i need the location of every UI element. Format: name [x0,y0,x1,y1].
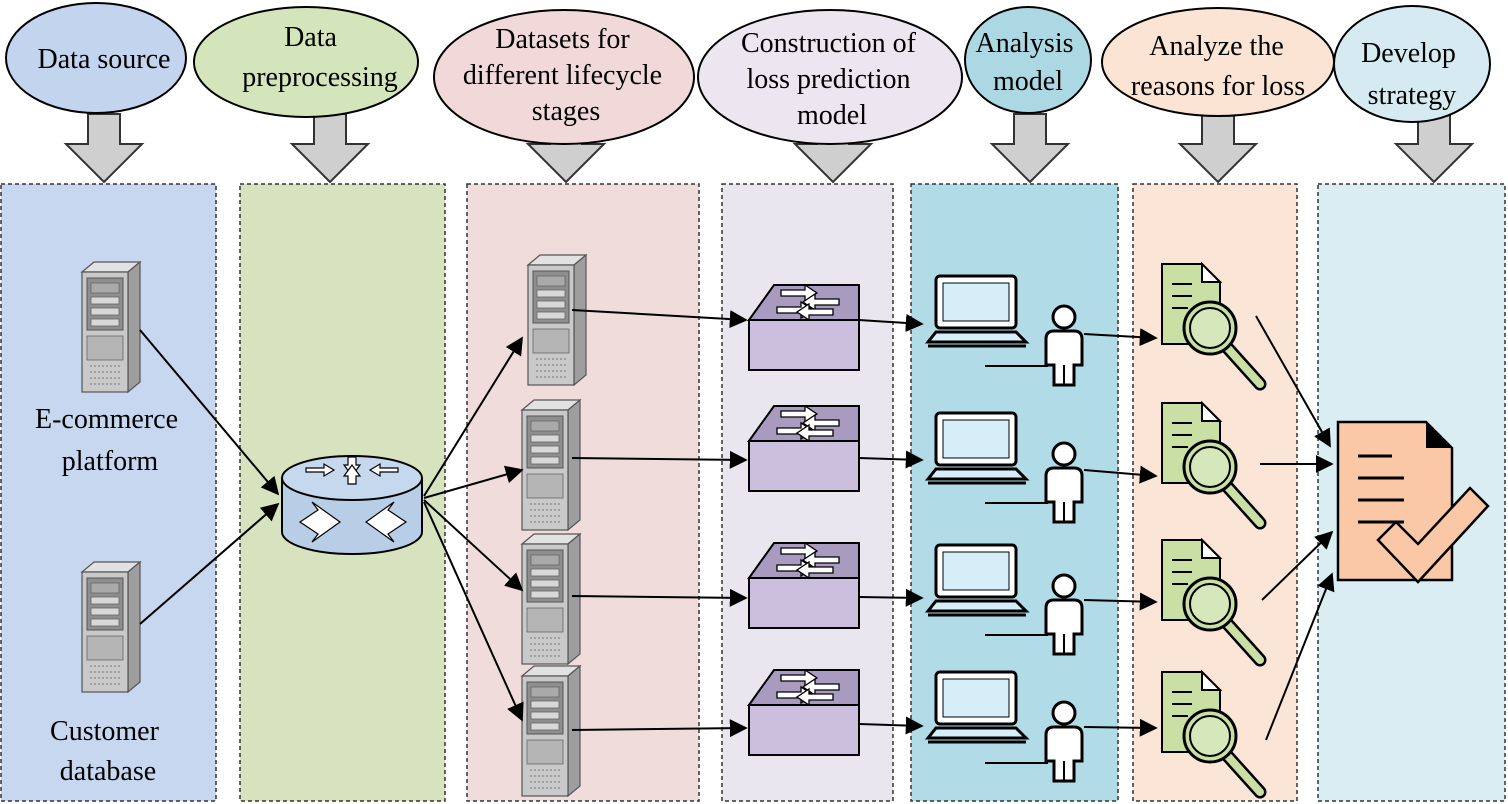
stage-label-construction: Construction of loss prediction model [741,28,923,131]
stage-label-data-source: Data source [38,44,171,75]
stage-ellipse-data-preprocessing [193,6,419,118]
stage-label-analysis-model: Analysis model [976,28,1081,97]
stage-label-datasets: Datasets for different lifecycle stages [463,24,669,127]
data-source-items: E-commerce platform Customer database [35,261,185,787]
customer-database-server-icon [81,561,141,693]
stage-ellipse-data-source [5,2,187,114]
stage-ellipse-construction [697,9,963,145]
down-arrow [991,113,1069,183]
switch-icon [748,542,860,629]
dataset-server-icon [521,533,581,665]
stage-headers: Data source Data preprocessing Datasets … [5,2,1491,145]
stage-ellipse-analysis-model [964,6,1092,114]
dataset-server-icon [521,665,581,797]
ecommerce-server-icon [81,261,141,393]
router-icon [281,455,423,555]
laptop-icon [926,543,1028,617]
down-arrow [65,113,143,183]
down-arrow [1179,113,1257,183]
down-arrow [291,113,369,183]
switch-icon [748,669,860,756]
stage-label-data-preprocessing: Data preprocessing [242,22,398,93]
stage-ellipse-develop-strategy [1333,5,1491,123]
strategy-document-check-icon [1336,420,1490,584]
laptop-icon [926,274,1028,348]
stage-label-develop-strategy: Develop strategy [1361,38,1463,111]
flow-arrows [139,309,1335,741]
ecommerce-platform-label: E-commerce platform [35,404,185,477]
down-arrow [1395,113,1473,183]
switch-icon [748,284,860,371]
analysis-stations [926,274,1084,783]
stage-ellipse-datasets [433,9,695,145]
laptop-icon [926,411,1028,485]
switch-icon [748,405,860,492]
dataset-server-icon [521,399,581,531]
dataset-server-icon [527,254,587,386]
laptop-icon [926,670,1028,744]
stage-label-analyze-reasons: Analyze the reasons for loss [1131,31,1305,102]
customer-database-label: Customer database [50,716,166,787]
